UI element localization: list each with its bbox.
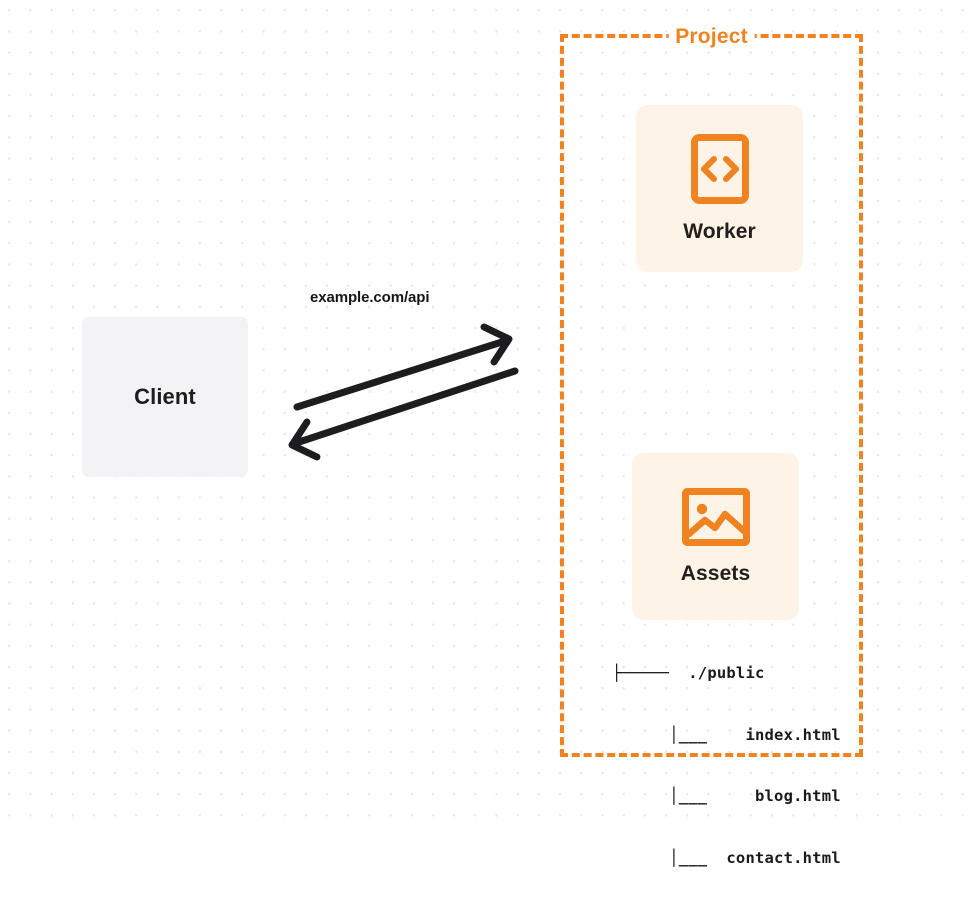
project-title: Project [668, 25, 755, 49]
connection-label: example.com/api [310, 289, 430, 306]
code-brackets-icon [690, 133, 750, 210]
assets-node[interactable]: Assets [632, 453, 799, 620]
worker-node[interactable]: Worker [636, 105, 803, 272]
client-label: Client [134, 384, 196, 409]
diagram-canvas: Client example.com/api Project [0, 0, 980, 867]
image-picture-icon [681, 487, 751, 552]
client-node[interactable]: Client [82, 317, 248, 477]
worker-label: Worker [683, 220, 756, 243]
file-tree-row: │___ index.html [612, 725, 841, 744]
file-tree-row: ├───── ./public [612, 664, 765, 682]
file-tree-row: │___ blog.html [612, 787, 841, 805]
arrow-right-icon [293, 323, 513, 411]
arrow-left-icon [288, 367, 519, 461]
project-container: Project Worker Assets [560, 25, 863, 867]
file-tree-row: │___ contact.html [612, 848, 841, 867]
asset-file-tree: ├───── ./public │___ index.html │___ blo… [612, 622, 841, 909]
assets-label: Assets [680, 562, 751, 585]
